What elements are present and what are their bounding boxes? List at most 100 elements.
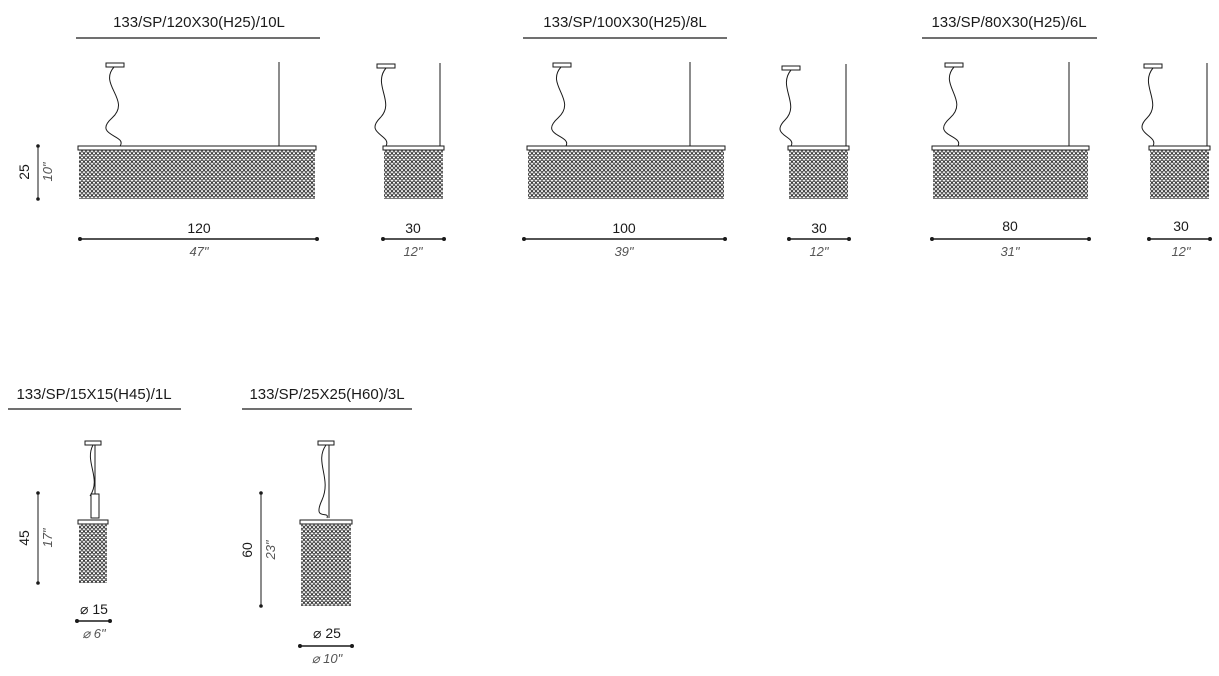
crystal-curtain [301,524,351,606]
ceiling-canopy [105,62,125,68]
top-frame [299,519,353,525]
ceiling-canopy [552,62,572,68]
front-view [77,440,109,583]
side-in-label: 12" [809,244,829,259]
dimension-tick [930,237,934,241]
product-title: 133/SP/120X30(H25)/10L [113,14,285,31]
dimension-tick [723,237,727,241]
dimension-tick [75,619,79,623]
dimension-tick [1147,237,1151,241]
length-cm-label: 120 [187,220,211,236]
dimension-tick [259,604,263,608]
length-dimension: 120 47" [78,220,319,259]
diameter-in-label: ⌀ 10" [312,651,344,666]
dimension-tick [787,237,791,241]
top-frame [787,145,850,151]
product-15x15: 133/SP/15X15(H45)/1L 45 17" ⌀ 15 ⌀ 6" [8,386,181,641]
side-view: 30 12" [374,63,446,259]
height-dimension: 60 23" [239,491,278,608]
power-cable [89,444,95,497]
top-frame [382,145,445,151]
product-title: 133/SP/80X30(H25)/6L [931,14,1086,31]
top-frame [77,145,317,151]
side-view: 30 12" [1141,63,1212,259]
dimension-tick [847,237,851,241]
dimension-tick [78,237,82,241]
product-title: 133/SP/100X30(H25)/8L [543,14,706,31]
top-frame [526,145,726,151]
diameter-cm-label: ⌀ 15 [80,601,108,617]
diameter-dimension: ⌀ 15 ⌀ 6" [75,601,112,641]
dimension-tick [1208,237,1212,241]
length-cm-label: 80 [1002,218,1018,234]
crystal-curtain [528,150,724,199]
length-in-label: 47" [189,244,209,259]
front-view [77,62,317,199]
side-view: 30 12" [779,64,851,259]
length-dimension: 80 31" [930,218,1091,259]
power-cable [105,66,122,147]
dimension-tick [36,144,40,148]
ceiling-canopy [944,62,964,68]
side-in-label: 12" [1171,244,1191,259]
length-cm-label: 100 [612,220,636,236]
product-title: 133/SP/15X15(H45)/1L [16,386,171,403]
power-cable [551,66,568,147]
power-cable [1141,67,1155,147]
product-80x30: 133/SP/80X30(H25)/6L 80 31" 30 [922,14,1212,259]
length-in-label: 39" [614,244,634,259]
product-title: 133/SP/25X25(H60)/3L [249,386,404,403]
height-dimension: 45 17" [16,491,55,585]
crystal-curtain [1150,150,1209,199]
product-25x25: 133/SP/25X25(H60)/3L 60 23" ⌀ 25 ⌀ 10" [239,386,412,666]
crystal-curtain [933,150,1088,199]
ceiling-canopy [84,440,102,446]
ceiling-canopy [781,65,801,71]
dimension-tick [36,581,40,585]
side-in-label: 12" [403,244,423,259]
power-cable [374,67,388,147]
crystal-curtain [789,150,848,199]
dimension-tick [381,237,385,241]
dimension-tick [1087,237,1091,241]
front-view [526,62,726,199]
diameter-dimension: ⌀ 25 ⌀ 10" [298,625,354,666]
top-frame [77,519,109,525]
lamp-holder [90,493,100,519]
dimension-tick [350,644,354,648]
height-cm-label: 25 [16,164,32,180]
product-120x30: 133/SP/120X30(H25)/10L 25 10" 120 47" [16,14,446,259]
crystal-curtain [384,150,443,199]
ceiling-canopy [317,440,335,446]
dimension-tick [315,237,319,241]
ceiling-canopy [1143,63,1163,69]
dimension-tick [442,237,446,241]
diameter-in-label: ⌀ 6" [82,626,107,641]
length-in-label: 31" [1000,244,1020,259]
power-cable [779,69,793,147]
front-view [299,440,353,606]
height-dimension: 25 10" [16,144,55,201]
side-cm-label: 30 [1173,218,1189,234]
height-cm-label: 60 [239,542,255,558]
height-in-label: 10" [40,161,55,181]
dimension-tick [108,619,112,623]
diameter-cm-label: ⌀ 25 [313,625,341,641]
top-frame [1148,145,1211,151]
top-frame [931,145,1090,151]
crystal-curtain [79,524,107,583]
dimension-tick [522,237,526,241]
crystal-curtain [79,150,315,199]
height-cm-label: 45 [16,530,32,546]
height-in-label: 17" [40,527,55,547]
side-cm-label: 30 [405,220,421,236]
height-in-label: 23" [263,539,278,560]
length-dimension: 100 39" [522,220,727,259]
ceiling-canopy [376,63,396,69]
power-cable [943,66,960,147]
dimension-tick [298,644,302,648]
dimension-tick [259,491,263,495]
dimension-tick [36,491,40,495]
power-cable [318,444,328,519]
